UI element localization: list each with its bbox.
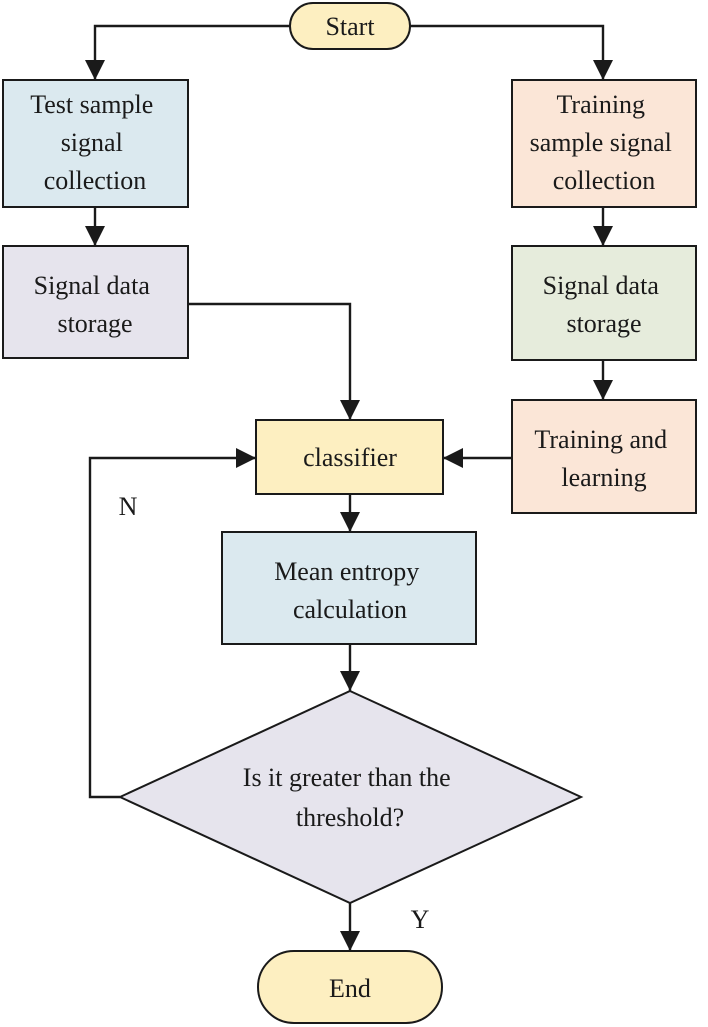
training-learning-line-1: Training and — [534, 425, 667, 454]
train-collection-line-3: collection — [553, 166, 656, 195]
arrow-start-to-train-collection — [410, 24, 613, 80]
test-storage-box: Signal data storage — [2, 245, 189, 359]
train-collection-shape — [511, 79, 697, 208]
train-storage-text: Signal data storage — [543, 271, 666, 338]
training-learning-shape — [511, 399, 697, 514]
arrow-start-to-test-collection — [85, 24, 290, 80]
test-collection-line-1: Test sample — [30, 90, 153, 119]
classifier-shape — [255, 419, 444, 495]
test-collection-line-2: signal — [61, 128, 123, 157]
decision-line-2: threshold? — [296, 803, 404, 832]
test-storage-shape — [2, 245, 189, 359]
test-storage-text: Signal data storage — [34, 271, 157, 338]
classifier-box: classifier — [255, 419, 444, 495]
train-collection-box: Training sample signal collection — [511, 79, 697, 208]
mean-entropy-line-1: Mean entropy — [274, 557, 419, 586]
test-collection-shape — [2, 79, 189, 208]
end-terminal: End — [257, 950, 443, 1024]
training-learning-box: Training and learning — [511, 399, 697, 514]
end-label: End — [329, 974, 371, 1003]
decision-line-1: Is it greater than the — [243, 763, 451, 792]
decision-text: Is it greater than the threshold? — [243, 763, 457, 832]
mean-entropy-line-2: calculation — [293, 595, 407, 624]
decision-diamond — [117, 689, 584, 905]
start-shape — [289, 2, 411, 50]
arrow-decision-no-loop — [88, 448, 256, 799]
yes-branch-label: Y — [411, 905, 430, 934]
test-storage-line-1: Signal data — [34, 271, 151, 300]
threshold-decision: Is it greater than the threshold? — [117, 689, 584, 905]
test-collection-box: Test sample signal collection — [2, 79, 189, 208]
train-storage-line-2: storage — [566, 309, 641, 338]
classifier-label: classifier — [303, 443, 397, 472]
train-collection-text: Training sample signal collection — [530, 90, 679, 195]
mean-entropy-shape — [221, 531, 477, 645]
mean-entropy-box: Mean entropy calculation — [221, 531, 477, 645]
train-storage-shape — [511, 245, 697, 361]
start-label: Start — [325, 12, 375, 41]
train-storage-line-1: Signal data — [543, 271, 660, 300]
train-collection-line-1: Training — [556, 90, 645, 119]
training-learning-line-2: learning — [561, 463, 646, 492]
train-collection-line-2: sample signal — [530, 128, 672, 157]
start-terminal: Start — [289, 2, 411, 50]
arrow-test-storage-to-classifier — [188, 302, 360, 420]
end-shape — [257, 950, 443, 1024]
connectors — [85, 24, 613, 951]
test-storage-line-2: storage — [57, 309, 132, 338]
test-collection-text: Test sample signal collection — [30, 90, 160, 195]
test-collection-line-3: collection — [44, 166, 147, 195]
train-storage-box: Signal data storage — [511, 245, 697, 361]
no-branch-label: N — [119, 492, 138, 521]
training-learning-text: Training and learning — [534, 425, 673, 492]
mean-entropy-text: Mean entropy calculation — [274, 557, 426, 624]
